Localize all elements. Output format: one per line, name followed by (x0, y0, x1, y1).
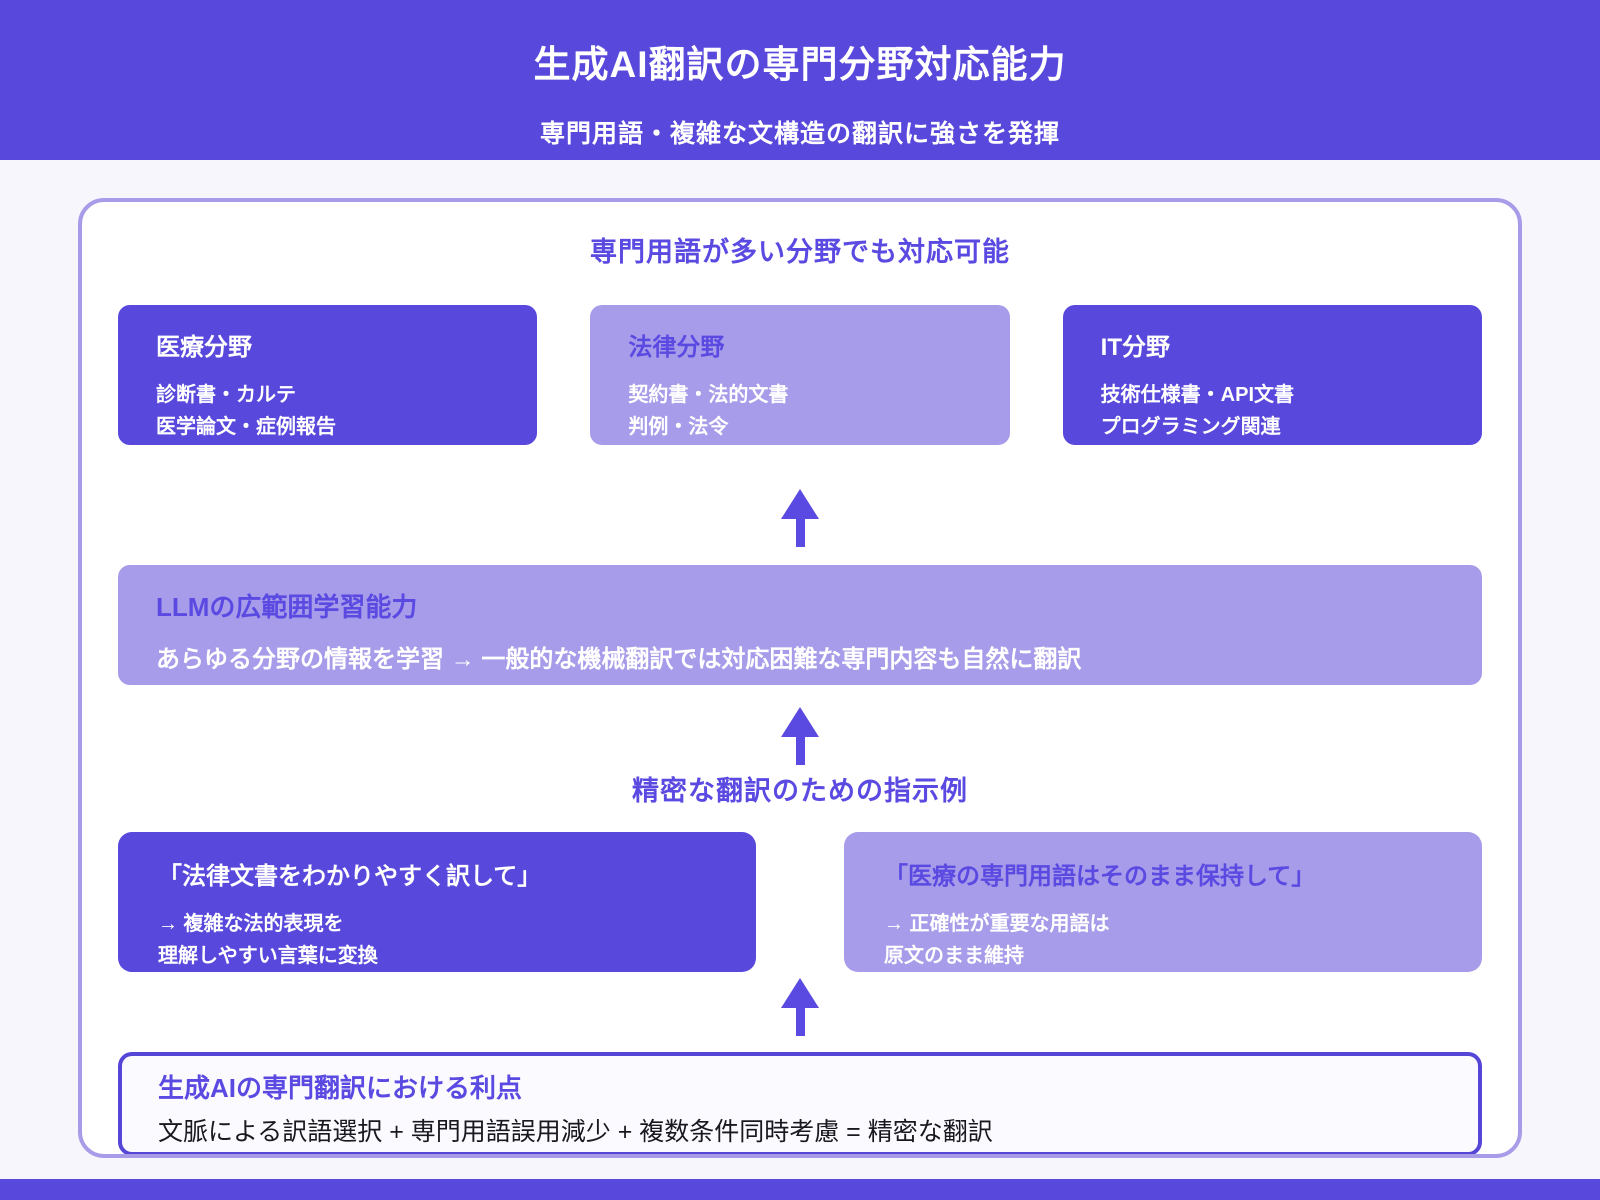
instruction-card-body: → 正確性が重要な用語は 原文のまま維持 (884, 908, 1442, 972)
field-card-body: 契約書・法的文書 判例・法令 (628, 379, 971, 443)
benefit-body: 文脈による訳語選択 + 専門用語誤用減少 + 複数条件同時考慮 = 精密な翻訳 (158, 1118, 993, 1146)
field-card-title: 法律分野 (628, 334, 725, 361)
arrow-head (781, 978, 819, 1008)
instruction-card-line: → 正確性が重要な用語は (884, 913, 1110, 935)
page-subtitle: 専門用語・複雑な文構造の翻訳に強さを発揮 (539, 120, 1060, 148)
llm-band-body: あらゆる分野の情報を学習 → 一般的な機械翻訳では対応困難な専門内容も自然に翻訳 (156, 646, 1082, 673)
field-card-body: 診断書・カルテ 医学論文・症例報告 (156, 379, 499, 443)
benefit-summary-card: 生成AIの専門翻訳における利点 文脈による訳語選択 + 専門用語誤用減少 + 複… (118, 1052, 1482, 1154)
arrow-stem (795, 1008, 805, 1036)
page-title: 生成AI翻訳の専門分野対応能力 (533, 44, 1067, 85)
main-panel: 専門用語が多い分野でも対応可能 医療分野 診断書・カルテ 医学論文・症例報告 法… (78, 198, 1522, 1158)
field-card-line: 技術仕様書・API文書 (1100, 384, 1294, 406)
field-card-legal: 法律分野 契約書・法的文書 判例・法令 (590, 305, 1010, 445)
footer-bar (0, 1179, 1600, 1200)
instruction-cards-row: 「法律文書をわかりやすく訳して」 → 複雑な法的表現を 理解しやすい言葉に変換 … (118, 832, 1482, 972)
instruction-card-title: 「医療の専門用語はそのまま保持して」 (884, 863, 1316, 890)
field-card-title: IT分野 (1100, 334, 1170, 361)
fields-section-heading: 専門用語が多い分野でも対応可能 (590, 237, 1010, 267)
field-card-line: 診断書・カルテ (156, 384, 296, 406)
up-arrow-icon (118, 489, 1482, 547)
instruction-card-line: 原文のまま維持 (884, 945, 1024, 967)
arrow-stem (795, 519, 805, 547)
field-card-line: 医学論文・症例報告 (156, 416, 336, 438)
llm-capability-band: LLMの広範囲学習能力 あらゆる分野の情報を学習 → 一般的な機械翻訳では対応困… (118, 565, 1482, 685)
benefit-title: 生成AIの専門翻訳における利点 (158, 1073, 523, 1103)
instruction-card-body: → 複雑な法的表現を 理解しやすい言葉に変換 (158, 908, 716, 972)
up-arrow-icon (118, 978, 1482, 1036)
instructions-section-heading: 精密な翻訳のための指示例 (632, 776, 968, 806)
instruction-card-line: 理解しやすい言葉に変換 (158, 945, 378, 967)
instruction-card-title: 「法律文書をわかりやすく訳して」 (158, 863, 542, 890)
up-arrow-icon (118, 707, 1482, 765)
arrow-head (781, 707, 819, 737)
llm-band-title: LLMの広範囲学習能力 (156, 592, 418, 622)
field-card-medical: 医療分野 診断書・カルテ 医学論文・症例報告 (118, 305, 538, 445)
field-card-line: プログラミング関連 (1100, 416, 1281, 438)
header-banner: 生成AI翻訳の専門分野対応能力 専門用語・複雑な文構造の翻訳に強さを発揮 (0, 0, 1600, 160)
instruction-card-medical: 「医療の専門用語はそのまま保持して」 → 正確性が重要な用語は 原文のまま維持 (844, 832, 1482, 972)
arrow-head (781, 489, 819, 519)
field-card-line: 契約書・法的文書 (628, 384, 789, 406)
field-cards-row: 医療分野 診断書・カルテ 医学論文・症例報告 法律分野 契約書・法的文書 判例・… (118, 305, 1482, 445)
arrow-stem (795, 737, 805, 765)
field-card-it: IT分野 技術仕様書・API文書 プログラミング関連 (1062, 305, 1482, 445)
field-card-title: 医療分野 (156, 334, 252, 361)
instruction-card-legal: 「法律文書をわかりやすく訳して」 → 複雑な法的表現を 理解しやすい言葉に変換 (118, 832, 756, 972)
field-card-line: 判例・法令 (628, 416, 729, 438)
instruction-card-line: → 複雑な法的表現を (158, 913, 344, 935)
field-card-body: 技術仕様書・API文書 プログラミング関連 (1101, 379, 1444, 443)
